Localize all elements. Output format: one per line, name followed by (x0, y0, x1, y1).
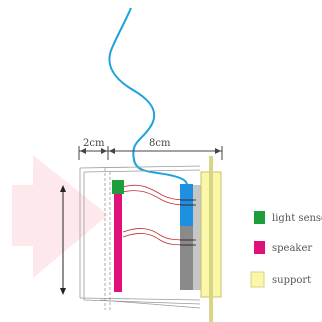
box-outline (79, 165, 201, 312)
grey-panel (193, 185, 201, 290)
speaker-bar (114, 193, 122, 292)
legend-swatch-support (250, 271, 265, 288)
right-width-label: 8cm (149, 138, 171, 149)
incoming-arrow (12, 155, 108, 278)
sensor-cable (108, 7, 189, 191)
legend-label-support: support (272, 275, 311, 286)
support-pole (209, 156, 213, 322)
block-connectors (180, 199, 196, 246)
left-width-label: 2cm (83, 138, 105, 149)
legend-label-light-sensor: light senso (272, 213, 322, 224)
width-dimension-lines (78, 146, 223, 160)
light-sensor (112, 180, 124, 194)
height-dimension (60, 185, 66, 295)
grey-block (180, 226, 193, 290)
legend-swatch-light-sensor (254, 211, 265, 224)
legend-swatch-speaker (254, 241, 265, 254)
legend-label-speaker: speaker (272, 243, 312, 254)
